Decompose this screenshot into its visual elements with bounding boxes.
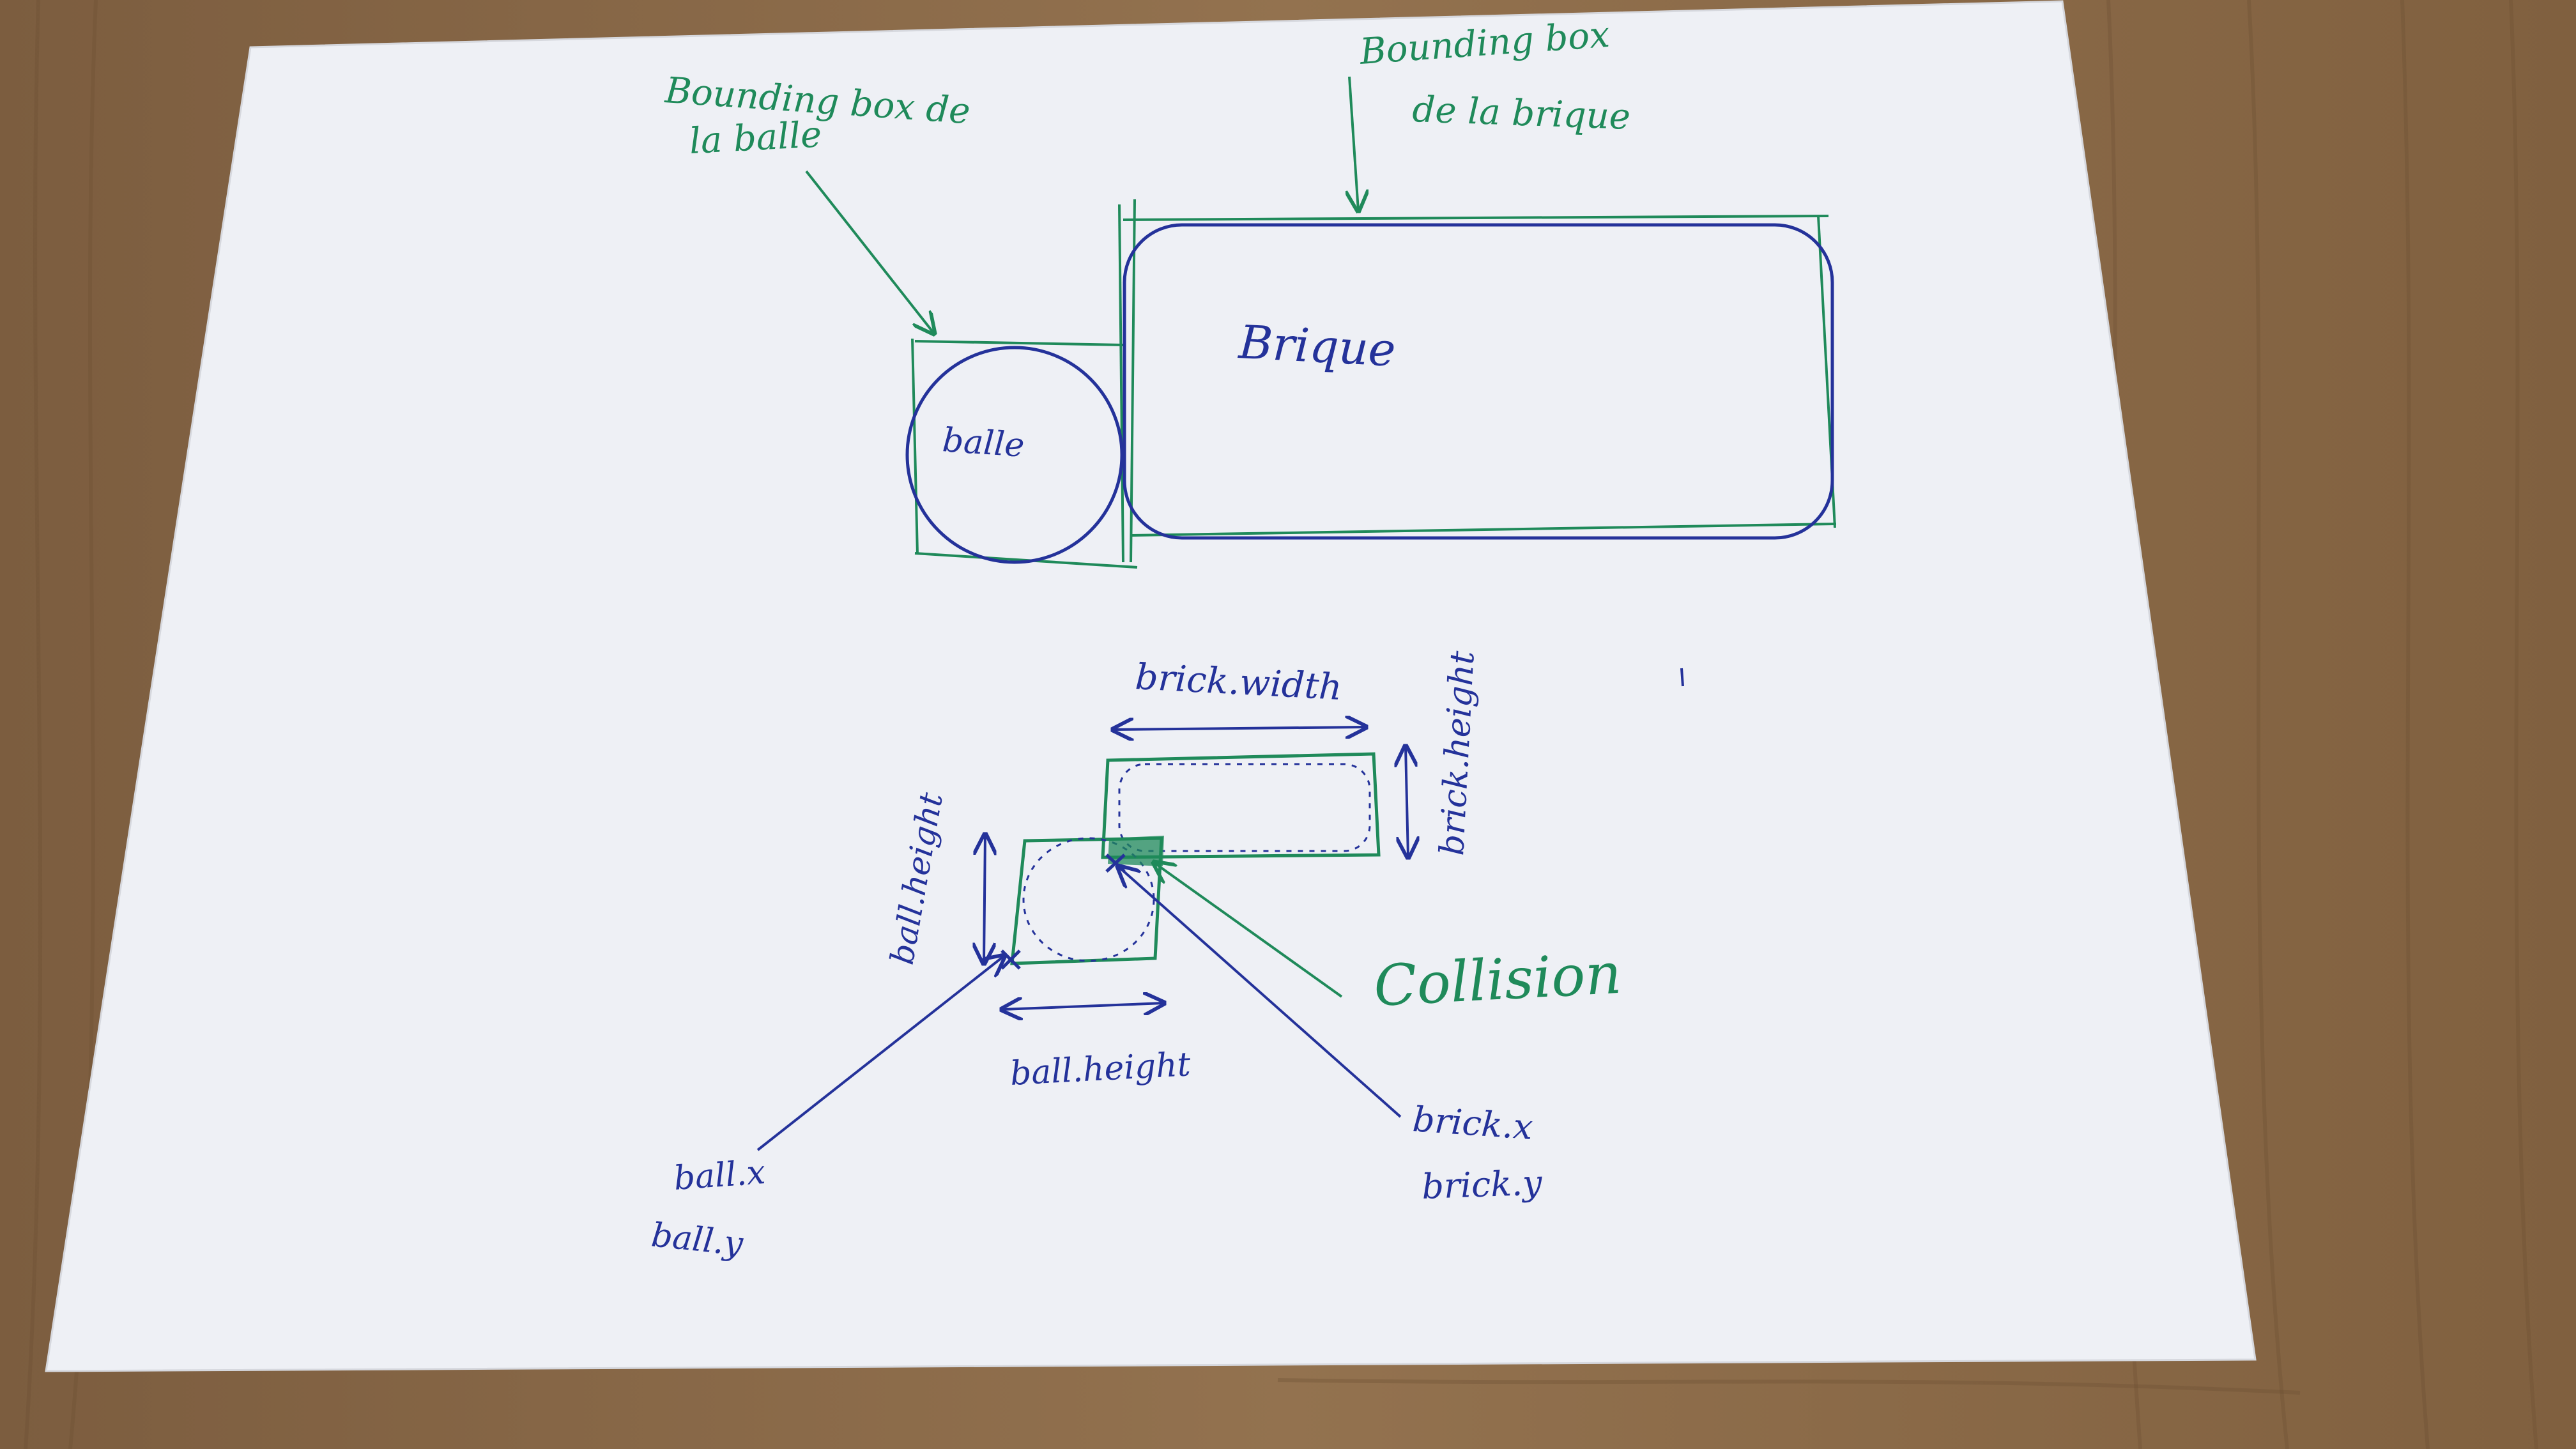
brick-x-label: brick.x bbox=[1411, 1099, 1534, 1147]
ball-xy-arrow bbox=[756, 956, 1004, 1151]
ball-circle bbox=[905, 346, 1124, 564]
stray-pen-mark bbox=[1680, 668, 1684, 687]
brick-bounding-box bbox=[1123, 199, 1837, 563]
brick-small-rect bbox=[1101, 752, 1381, 859]
ball-origin-cross bbox=[1000, 949, 1021, 970]
brick-xy-arrow bbox=[1118, 866, 1402, 1118]
brick-bbox-arrow bbox=[1349, 76, 1358, 211]
brick-y-label: brick.y bbox=[1421, 1162, 1544, 1207]
collision-label: Collision bbox=[1372, 940, 1623, 1019]
brick-bbox-label-line2: de la brique bbox=[1412, 89, 1632, 138]
brick-width-arrow bbox=[1113, 727, 1366, 730]
ball-height-horizontal-arrow bbox=[1002, 1003, 1164, 1009]
ball-bounding-box bbox=[911, 204, 1138, 569]
ball-x-label: ball.x bbox=[673, 1153, 767, 1198]
ball-y-label: ball.y bbox=[650, 1216, 746, 1264]
wood-grain bbox=[24, 0, 2538, 1449]
ball-height-vertical-arrow bbox=[984, 834, 985, 963]
brick-rect bbox=[1123, 223, 1834, 540]
brick-small-dashed bbox=[1118, 763, 1371, 852]
ball-bbox-label-line2: la balle bbox=[688, 114, 822, 162]
paper-sheet bbox=[45, 0, 2257, 1372]
ball-label: balle bbox=[941, 421, 1025, 465]
brick-origin-cross bbox=[1105, 854, 1126, 873]
brick-label: Brique bbox=[1236, 315, 1397, 377]
brick-height-arrow bbox=[1406, 746, 1408, 857]
ball-height-horizontal-label: ball.height bbox=[1009, 1045, 1192, 1093]
ball-bbox-arrow bbox=[805, 170, 934, 334]
collision-arrow bbox=[1154, 862, 1343, 998]
